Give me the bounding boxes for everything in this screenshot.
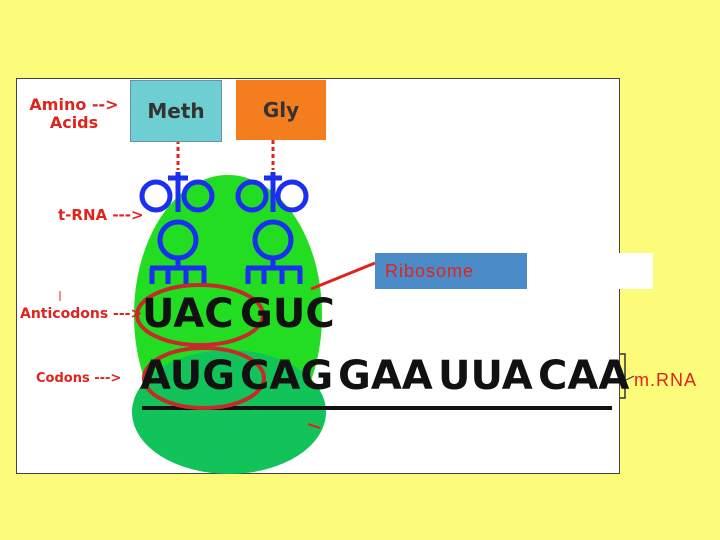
codon-1: AUG bbox=[140, 353, 236, 399]
mrna-bracket-tip bbox=[625, 375, 635, 381]
amino-acids-label: Amino -->Acids bbox=[24, 96, 124, 132]
anticodon-1: UAC bbox=[142, 291, 234, 337]
codon-highlight bbox=[142, 346, 266, 410]
codon-2: CAG bbox=[240, 353, 334, 399]
anticodon-2: GUC bbox=[240, 291, 335, 337]
ribosome-small-subunit bbox=[132, 350, 326, 474]
ribosome-label: Ribosome bbox=[375, 253, 527, 289]
amino-acids-label-line1: Amino --> bbox=[29, 95, 119, 114]
codon-5: CAA bbox=[538, 353, 630, 399]
anticodons-label: Anticodons ---> bbox=[20, 306, 143, 322]
trna-label: t-RNA ---> bbox=[58, 206, 144, 224]
ribosome-pointer bbox=[310, 261, 376, 291]
mrna-bracket bbox=[620, 353, 626, 399]
codon-4: UUA bbox=[438, 353, 533, 399]
anticodon-highlight bbox=[135, 283, 265, 347]
amino-acid-gly: Gly bbox=[236, 80, 326, 140]
blank-box bbox=[527, 253, 653, 289]
codons-label: Codons ---> bbox=[36, 371, 122, 386]
amino-acids-label-line2: Acids bbox=[49, 113, 99, 132]
trna-icon-1 bbox=[139, 172, 215, 284]
amino-acid-meth: Meth bbox=[130, 80, 222, 142]
trna-icon-2 bbox=[235, 172, 309, 284]
mrna-label: m.RNA bbox=[634, 370, 697, 390]
red-tick bbox=[307, 423, 321, 429]
codon-3: GAA bbox=[338, 353, 433, 399]
